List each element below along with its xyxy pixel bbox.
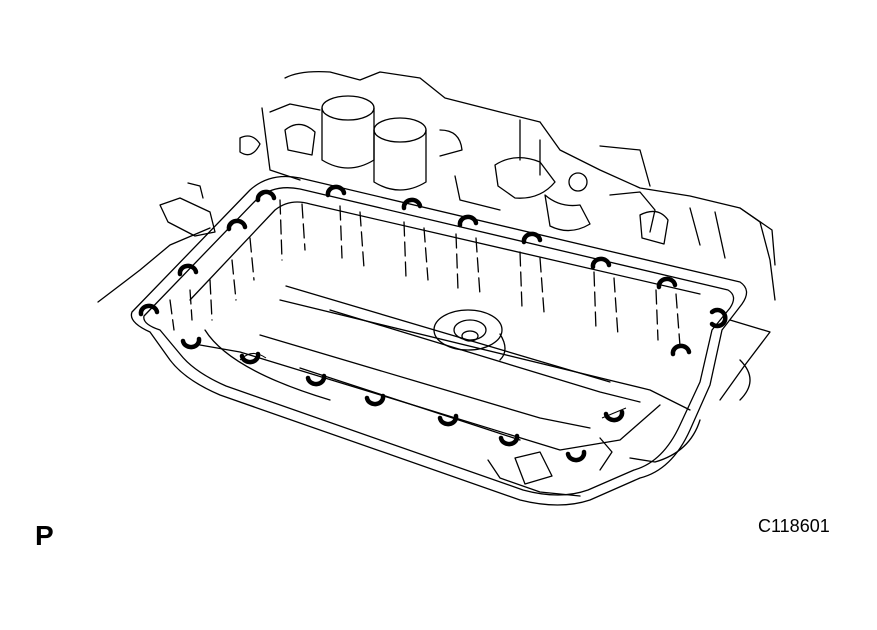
bolt-marker [590, 256, 612, 270]
figure-code: C118601 [758, 516, 830, 536]
bolt-marker [565, 449, 587, 463]
bolt-marker [656, 276, 678, 290]
bolt-marker [325, 184, 347, 198]
bolt-marker [401, 197, 423, 211]
bolt-marker [437, 413, 459, 427]
bolt-marker [180, 336, 202, 350]
bolt-markers [138, 184, 728, 463]
bolt-marker [305, 373, 327, 387]
bolt-marker [138, 303, 160, 317]
bolt-marker [709, 307, 728, 329]
pan-wall-ribs [169, 199, 681, 347]
bolt-marker [364, 393, 386, 407]
transmission-case-flange [97, 227, 771, 463]
bolt-marker [670, 343, 692, 357]
bolt-marker [177, 263, 199, 277]
bolt-marker [239, 351, 261, 365]
bolt-marker [226, 218, 248, 232]
drain-plug [433, 309, 506, 361]
bolt-marker [498, 433, 520, 447]
view-label: P [35, 520, 54, 551]
bolt-marker [457, 214, 479, 228]
bolt-marker [521, 231, 543, 245]
valve-body-background [159, 70, 776, 301]
oil-pan-inner-basin [189, 201, 701, 497]
bolt-marker [255, 189, 277, 203]
oil-pan-outer-rim [130, 175, 748, 506]
